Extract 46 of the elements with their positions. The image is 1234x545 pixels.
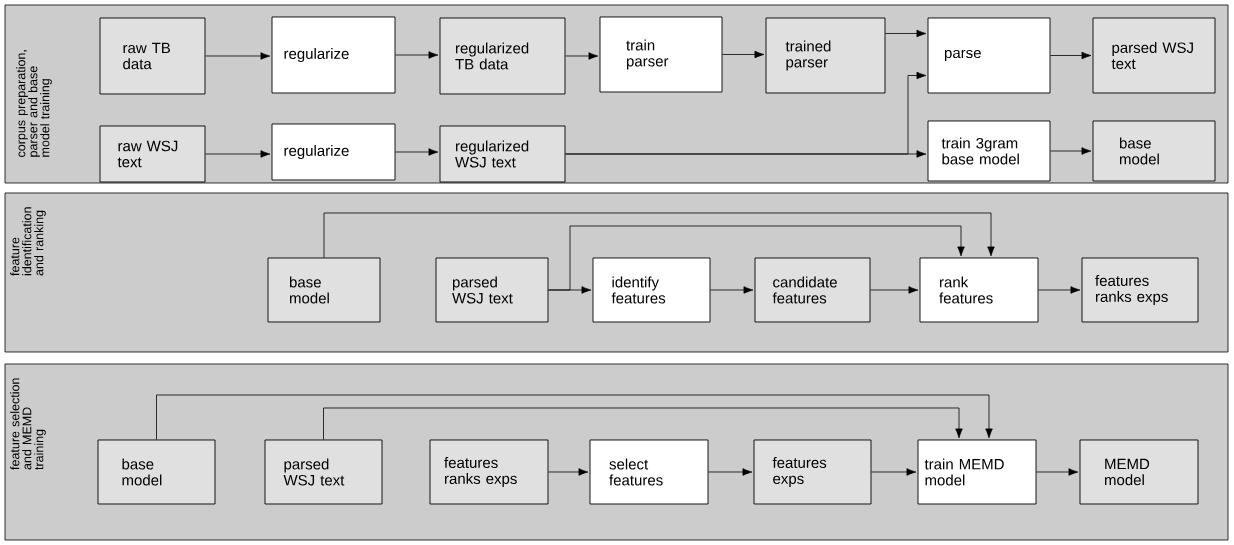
process-box: select features: [589, 439, 709, 505]
arrow: [395, 51, 439, 59]
arrow: [565, 150, 927, 158]
data-box: parsed WSJ text: [435, 257, 549, 323]
data-box: base model: [1092, 120, 1216, 182]
arrow: [548, 225, 965, 291]
arrow: [548, 468, 589, 476]
arrow: [395, 148, 439, 156]
process-box: train parser: [599, 16, 723, 93]
data-box: features ranks exps: [1081, 257, 1199, 323]
process-box: regularize: [271, 123, 396, 181]
arrow: [885, 29, 927, 38]
process-box: parse: [927, 17, 1051, 94]
arrow: [1036, 468, 1079, 476]
arrow: [323, 407, 963, 440]
data-box: base model: [97, 439, 216, 505]
arrow: [205, 52, 271, 60]
arrow: [1038, 286, 1081, 294]
data-box: parsed WSJ text: [264, 439, 383, 505]
arrow: [708, 468, 753, 476]
data-box: regularized TB data: [439, 17, 566, 95]
data-box: features ranks exps: [429, 439, 549, 505]
arrow: [156, 394, 993, 440]
data-box: raw WSJ text: [99, 125, 206, 183]
data-box: parsed WSJ text: [1092, 17, 1216, 94]
process-box: train MEMD model: [917, 439, 1037, 505]
data-box: base model: [267, 257, 381, 323]
process-box: regularize: [271, 16, 396, 94]
arrow: [323, 212, 995, 258]
arrow: [710, 286, 754, 294]
arrow: [205, 150, 271, 158]
data-box: MEMD model: [1079, 439, 1199, 505]
data-box: candidate features: [754, 257, 871, 323]
data-box: regularized WSJ text: [439, 125, 566, 183]
arrow: [1050, 51, 1092, 60]
arrow: [565, 52, 599, 60]
process-box: rank features: [919, 257, 1039, 323]
data-box: trained parser: [765, 17, 886, 94]
process-box: identify features: [592, 257, 711, 323]
arrow: [871, 468, 917, 476]
process-box: train 3gram base model: [927, 120, 1051, 182]
arrow: [870, 286, 919, 294]
arrow: [722, 50, 765, 59]
data-box: features exps: [753, 439, 872, 505]
arrow: [1050, 147, 1092, 155]
data-box: raw TB data: [99, 17, 206, 95]
